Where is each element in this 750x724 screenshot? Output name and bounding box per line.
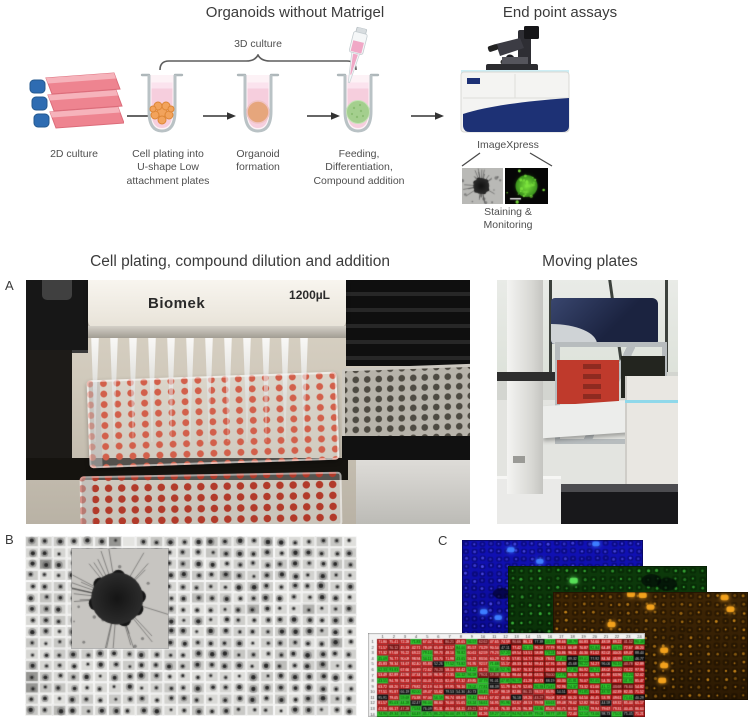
step-label-cell-plating: Cell plating into U-shape Low attachment… [126,148,210,187]
imagexpress-label: ImageXpress [477,139,539,151]
pipette-tip [205,338,213,442]
pipetting-head: Biomek 1200µL [88,280,346,330]
well-icon-organoid-formation [236,73,280,133]
head-band [88,326,346,338]
pipette-tip [300,338,308,442]
deck-knob [42,280,72,300]
pipette-tip [148,338,156,442]
deck-strip [342,436,470,460]
robot-crossbar [497,372,555,381]
biomek-brand-label: Biomek [148,295,206,312]
arrow-icon [307,112,340,120]
tip-volume-label: 1200µL [289,288,330,302]
red-cabinet [557,360,619,404]
connector-lines-icon [461,152,553,167]
staining-monitoring-label: Staining & Monitoring [483,206,533,232]
pipette-tip [167,338,175,442]
pipette-tip [262,338,270,442]
panel-a-title: Cell plating, compound dilution and addi… [90,253,390,270]
step-label-organoid-formation: Organoid formation [236,148,280,174]
deck-edge [26,350,72,460]
step-label-feeding: Feeding, Differentiation, Compound addit… [313,148,405,187]
panel-c-letter: C [438,533,448,548]
pipette-tip [224,338,232,442]
brightfield-organoid-thumbnail [462,168,503,204]
biomek-liquid-handler-photo: Biomek 1200µL [26,280,470,524]
endpoint-title: End point assays [502,4,618,21]
moving-plates-title: Moving plates [542,253,638,270]
arrow-icon [411,112,444,120]
step-label-2d-culture: 2D culture [50,148,98,160]
pipette-tip [110,338,118,442]
fluorescent-organoid-thumbnail [505,168,548,204]
bracket-label: 3D culture [234,38,282,50]
media-microplate-lower [79,471,343,524]
column-detail [513,456,525,463]
imagexpress-microscope-image [460,26,570,133]
pipette-tip [186,338,194,442]
pipette-icon [347,26,368,84]
window-mullion [665,280,668,376]
workflow-title: Organoids without Matrigel [205,4,385,21]
deck-panel [356,460,470,524]
organoid-inset-zoom-image [72,549,168,648]
well-icon-cell-plating [140,73,184,133]
pipette-tip [281,338,289,442]
pipette-tip [91,338,99,442]
pipette-tip [129,338,137,442]
panel-a-letter: A [5,278,14,293]
bench-edge [497,484,678,494]
deck-rail [346,280,470,366]
pipette-tip [243,338,251,442]
pipette-tips [90,338,322,442]
panel-b-letter: B [5,532,14,547]
window-mullion [549,280,552,376]
viability-heatmap-table [368,633,645,717]
plate-moving-robot-photo [497,280,678,524]
flask-stack-icon [29,72,124,129]
led-strip [625,400,678,403]
well-icon-feeding [336,73,380,133]
empty-microplate [342,363,470,447]
arrow-icon [203,112,236,120]
white-instrument [625,376,678,494]
navy-instrument [551,298,658,344]
